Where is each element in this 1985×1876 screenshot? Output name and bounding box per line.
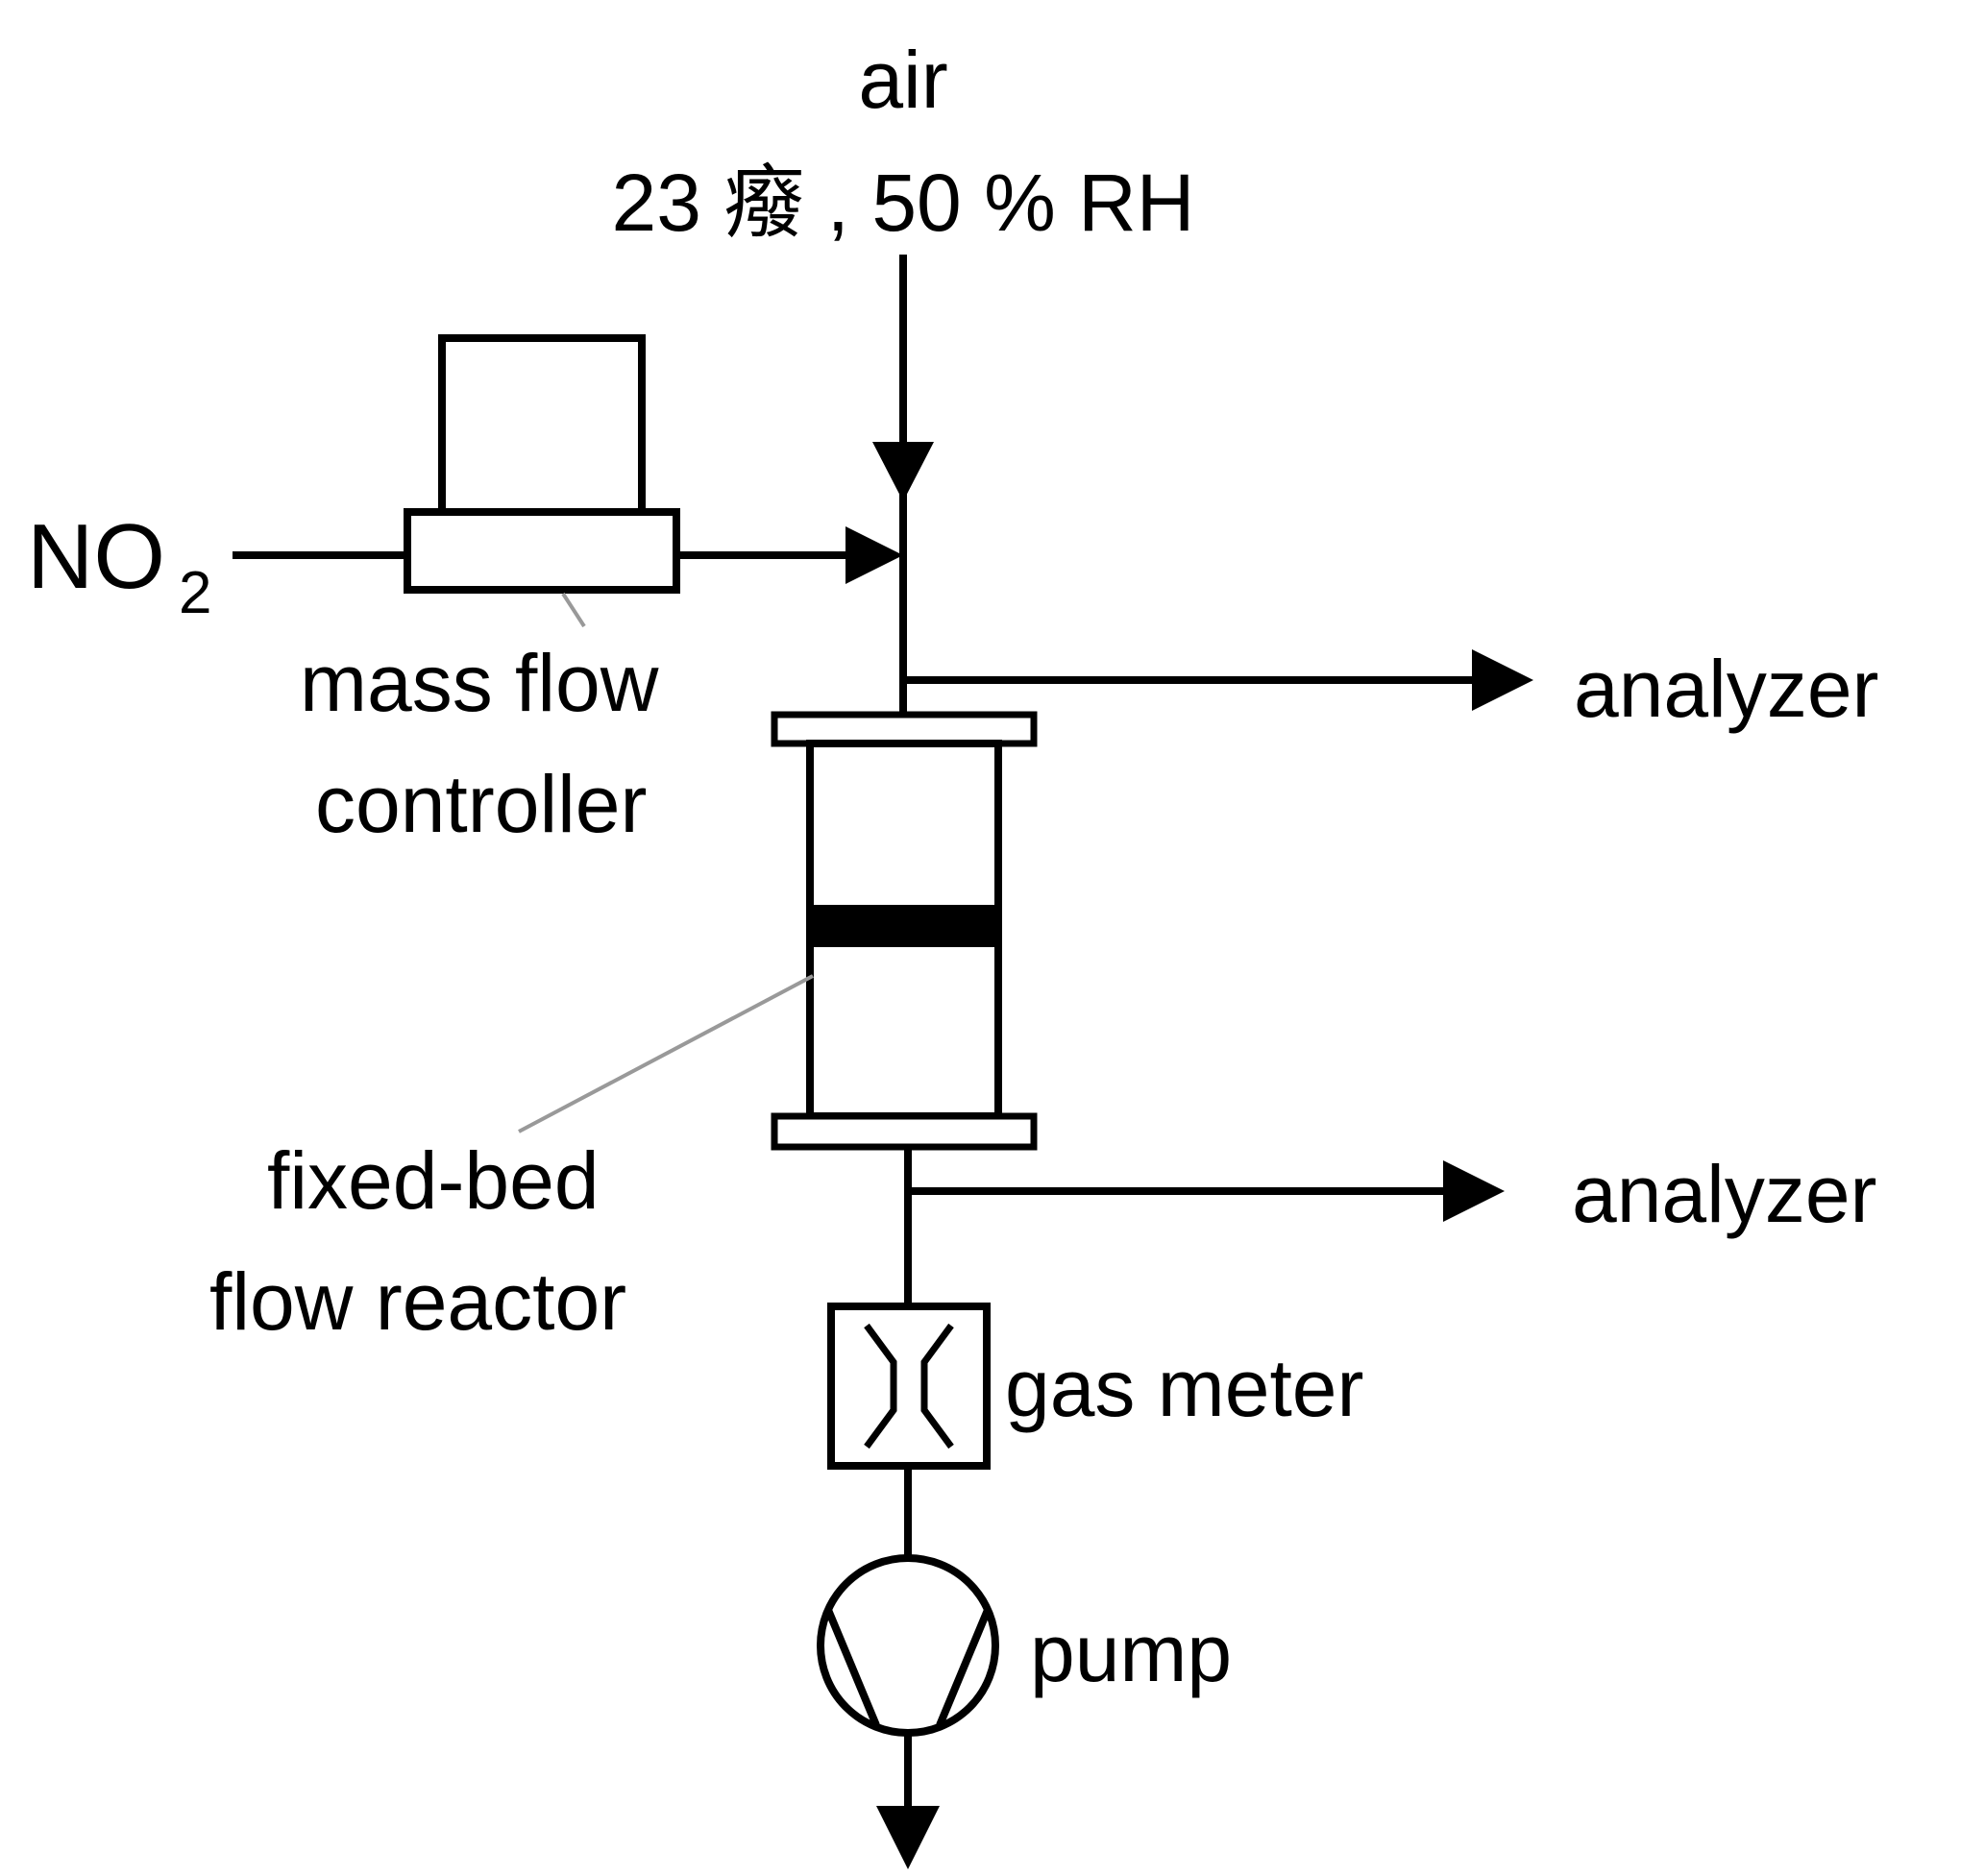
gas-meter-venturi-right (920, 1323, 954, 1450)
gas-meter-label: gas meter (1005, 1343, 1364, 1433)
no2-subscript: 2 (179, 560, 211, 626)
pump-triangle-right (936, 1608, 992, 1727)
gas-meter-box (827, 1303, 991, 1470)
no2-label: NO (27, 505, 165, 608)
reactor-bottom-flange (771, 1112, 1038, 1151)
pump-triangle-left (824, 1608, 880, 1727)
mfc-body (404, 508, 680, 594)
air-inlet-line (872, 255, 934, 501)
analyzer-bottom-arrowhead (1443, 1160, 1505, 1222)
gas-meter (827, 1303, 991, 1470)
no2-base: NO (27, 505, 165, 608)
reactor-leader-line (518, 974, 814, 1133)
analyzer-top-label: analyzer (1574, 644, 1879, 734)
reactor-top-flange (771, 711, 1038, 747)
analyzer-top-arrowhead (1472, 649, 1533, 711)
reactor-catalyst-bed (810, 905, 998, 947)
exhaust-arrowhead (876, 1806, 940, 1869)
mass-flow-controller (404, 334, 680, 594)
gas-meter-venturi-left (864, 1323, 897, 1450)
air-conditions-label: 23 癈 , 50 % RH (612, 158, 1195, 248)
mfc-leader-line (561, 592, 586, 628)
analyzer-bottom-label: analyzer (1572, 1149, 1877, 1239)
mfc-label-line2: controller (315, 759, 647, 849)
air-inlet-arrowhead (872, 442, 934, 501)
mfc-label-line1: mass flow (300, 638, 659, 728)
pump-label: pump (1030, 1608, 1232, 1698)
mfc-head (438, 334, 646, 516)
air-label: air (858, 35, 947, 125)
fixed-bed-reactor (771, 711, 1038, 1151)
reactor-label-line1: fixed-bed (267, 1135, 600, 1226)
reactor-label-line2: flow reactor (209, 1256, 626, 1347)
pump (817, 1554, 999, 1737)
no2-feed-arrowhead (845, 526, 903, 584)
